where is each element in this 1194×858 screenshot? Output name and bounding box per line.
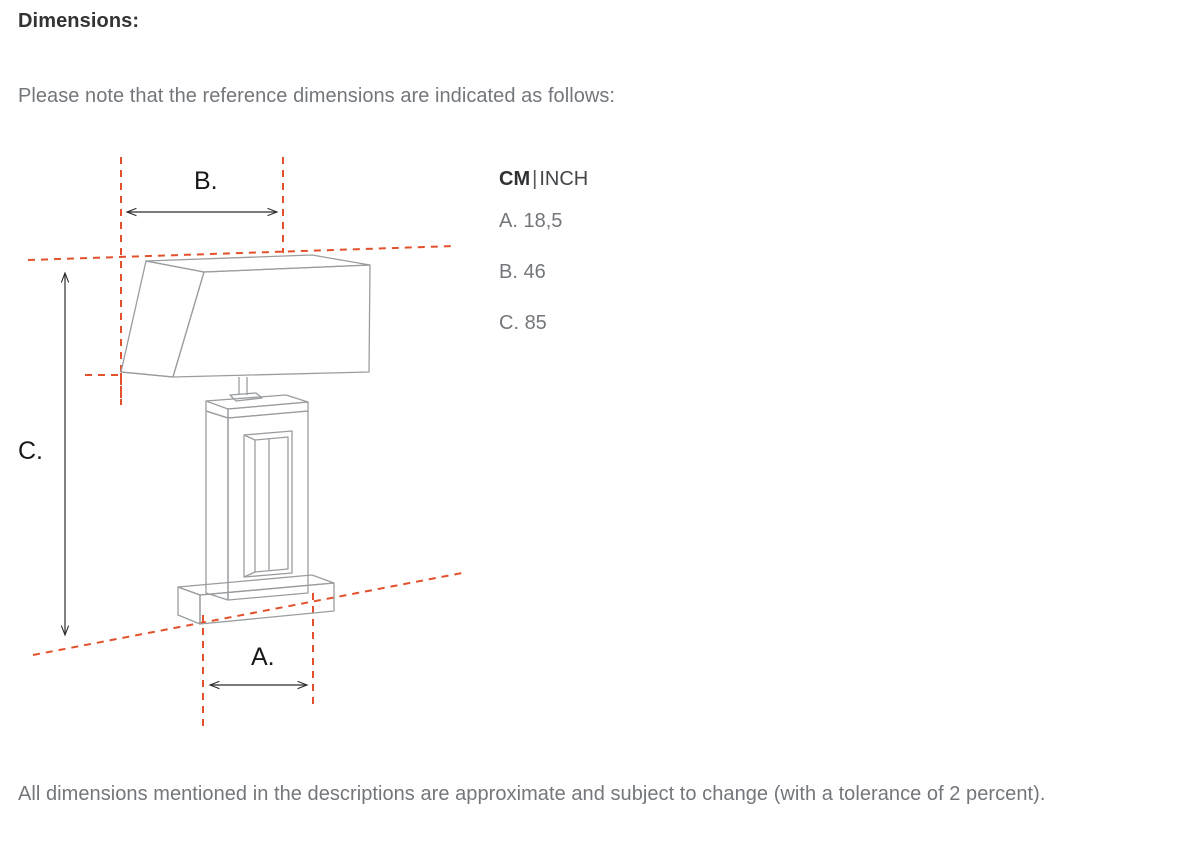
dimension-diagram: B. C. A. (0, 145, 480, 745)
dimension-arrows (65, 212, 307, 685)
shade-right-face (172, 264, 371, 378)
lamp-outline (120, 254, 371, 625)
lamp-line-drawing: B. C. A. (18, 157, 463, 730)
legend-value-a: 18,5 (523, 210, 563, 232)
column-window-depth (243, 434, 256, 578)
intro-paragraph: Please note that the reference dimension… (18, 85, 616, 107)
legend-value-b: 46 (523, 261, 546, 283)
legend-value-c: 85 (524, 312, 547, 334)
column-left-face (205, 410, 229, 601)
column-window-outer (243, 430, 293, 578)
guide-top-plane (27, 245, 456, 261)
shade-bottom-edge (120, 371, 174, 378)
legend-key-a: A. (499, 210, 518, 232)
unit-inch: INCH (539, 168, 589, 190)
legend-row-b: B. 46 (499, 247, 799, 298)
column-front-face (227, 410, 309, 601)
unit-separator: | (532, 168, 538, 190)
unit-cm: CM (499, 168, 531, 190)
page-title: Dimensions: (18, 10, 140, 32)
legend-row-a: A. 18,5 (499, 196, 799, 247)
dimension-label-b: B. (194, 167, 218, 195)
base-front-face (199, 582, 335, 625)
dimension-label-c: C. (18, 437, 43, 465)
legend-key-b: B. (499, 261, 518, 283)
legend-units-header: CM|INCH (499, 162, 799, 196)
dimension-legend: CM|INCH A. 18,5 B. 46 C. 85 (499, 162, 799, 349)
tolerance-note: All dimensions mentioned in the descript… (18, 783, 1046, 805)
legend-key-c: C. (499, 312, 519, 334)
guide-ground-plane (32, 572, 463, 656)
base-left-face (177, 586, 201, 625)
column-window-inner (254, 436, 289, 573)
column-cap-left (205, 401, 229, 419)
dimension-label-a: A. (251, 643, 275, 671)
legend-row-c: C. 85 (499, 298, 799, 349)
shade-left-face (120, 260, 205, 378)
column-cap-front (227, 401, 309, 419)
guide-lines (27, 157, 463, 730)
